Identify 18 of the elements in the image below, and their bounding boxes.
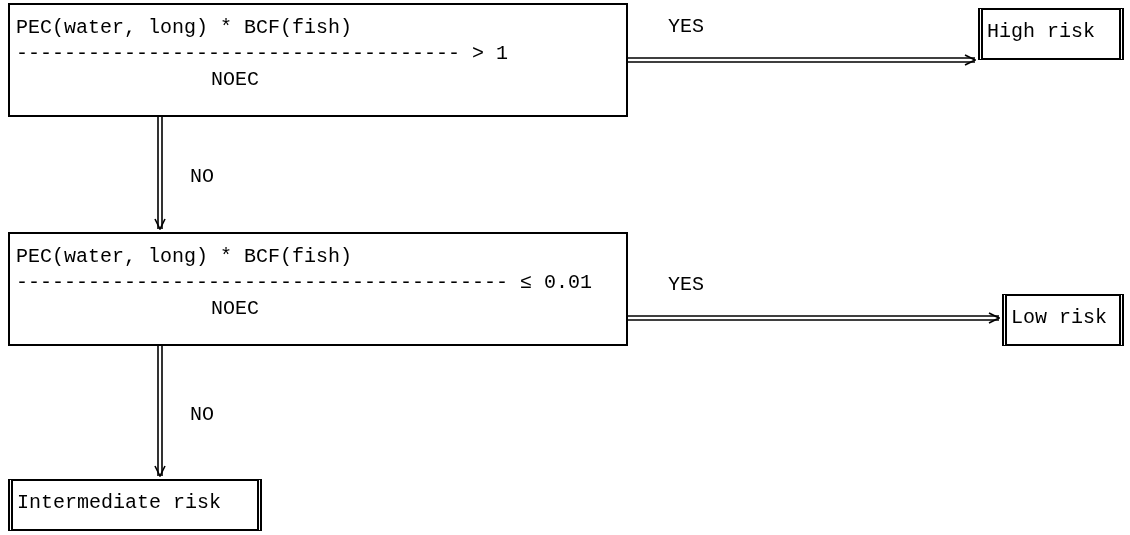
outcome-text: Intermediate risk — [17, 490, 222, 516]
decision-box — [8, 232, 628, 346]
outcome-box — [1002, 294, 1124, 346]
decision-box — [8, 3, 628, 117]
outcome-box — [8, 479, 262, 531]
formula-text: NOEC — [211, 296, 259, 322]
double-arrow — [627, 54, 976, 66]
double-arrow — [154, 345, 166, 477]
formula-text: PEC(water, long) * BCF(fish) — [16, 15, 353, 41]
fraction-line-text: ------------------------------------- > 1 — [16, 41, 509, 67]
double-arrow — [154, 116, 166, 230]
outcome-box — [978, 8, 1124, 60]
double-arrow — [627, 312, 1000, 324]
outcome-text: High risk — [987, 19, 1096, 45]
fraction-line-text: ----------------------------------------- ≤ 0.01 — [16, 270, 593, 296]
formula-text: PEC(water, long) * BCF(fish) — [16, 244, 353, 270]
formula-text: NOEC — [211, 67, 259, 93]
outcome-text: Low risk — [1011, 305, 1107, 331]
